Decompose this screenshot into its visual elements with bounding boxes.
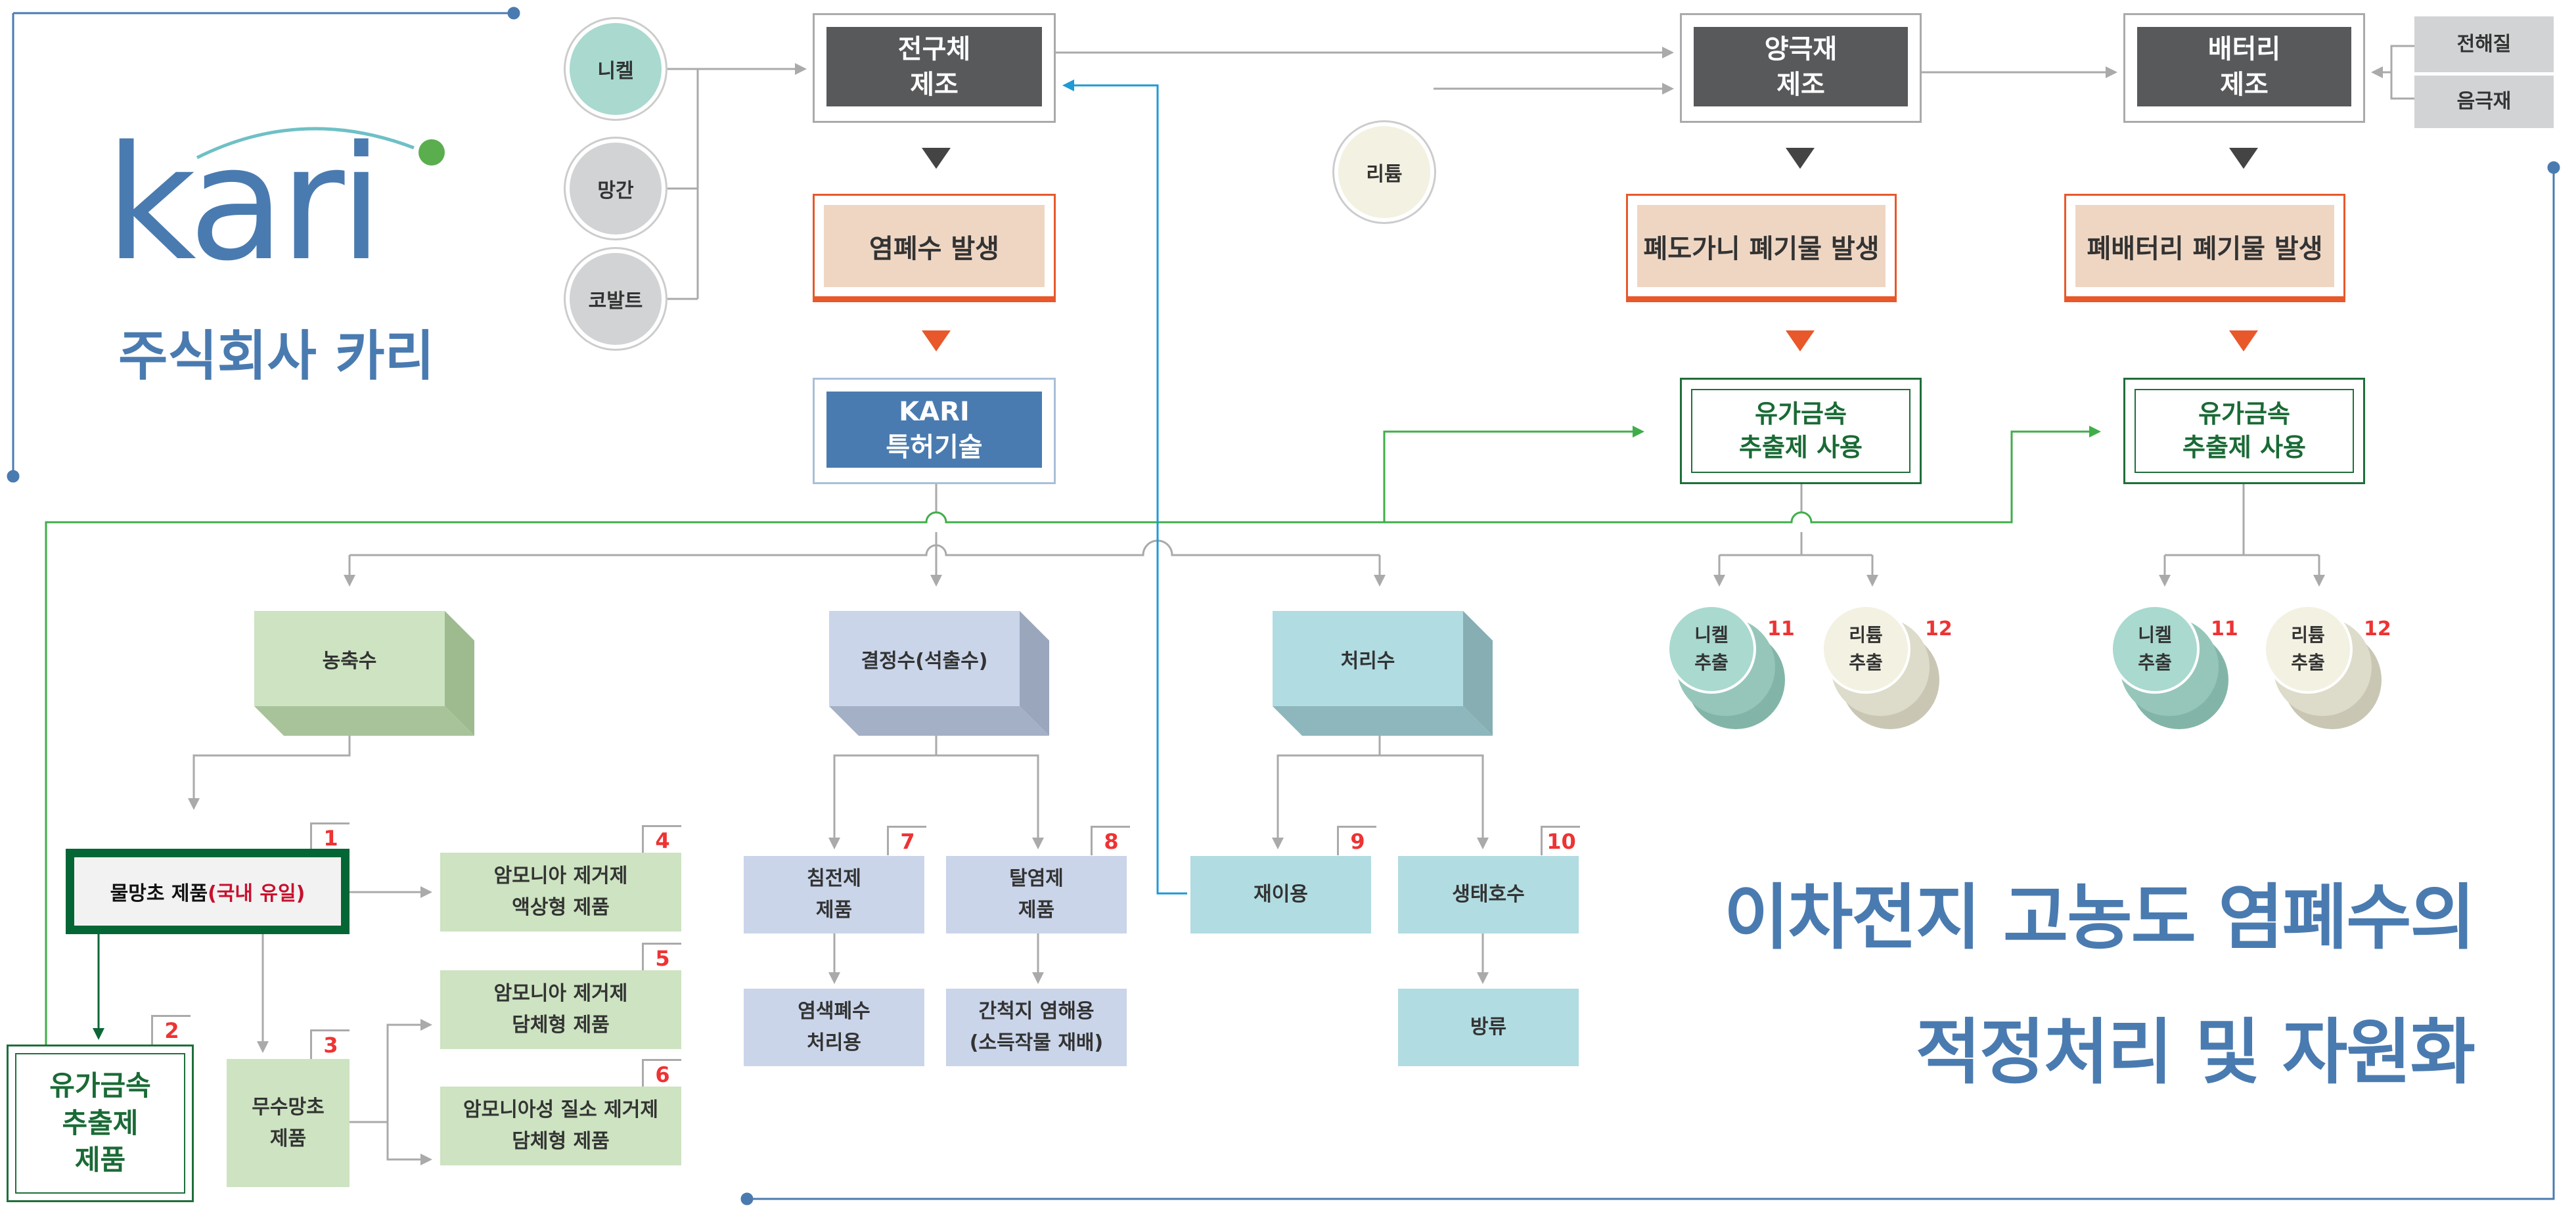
- extractant-use-2: 유가금속 추출제 사용: [2123, 378, 2365, 484]
- dye-wastewater-use: 염색폐수 처리용: [744, 989, 924, 1066]
- lithium-extraction-1: 리튬 추출: [1821, 604, 1939, 729]
- discharge: 방류: [1398, 989, 1579, 1066]
- salt-wastewater: 염폐수 발생: [813, 194, 1056, 302]
- product-10: 생태호수: [1398, 856, 1579, 933]
- electrolyte-input: 전해질: [2414, 16, 2554, 72]
- battery-waste: 폐배터리 폐기물 발생: [2064, 194, 2345, 302]
- concentrate-stream: 농축수: [254, 611, 474, 736]
- treated-stream: 처리수: [1273, 611, 1493, 736]
- tag-6: 6: [642, 1059, 681, 1089]
- title-line-1: 이차전지 고농도 염폐수의: [1723, 877, 2475, 959]
- product-1: 물망초 제품(국내 유일): [66, 849, 350, 934]
- reclaimed-land-use: 간척지 염해용 (소득작물 재배): [946, 989, 1127, 1066]
- tag-1: 1: [310, 822, 350, 852]
- company-name: 주식회사 카리: [118, 325, 435, 388]
- nickel-input: 니켈: [570, 23, 662, 115]
- lithium-extraction-2: 리튬 추출: [2263, 604, 2382, 729]
- anode-input: 음극재: [2414, 76, 2554, 128]
- product-4: 암모니아 제거제 액상형 제품: [440, 853, 681, 932]
- nickel-extraction-1: 니켈 추출: [1667, 604, 1785, 729]
- logo-wordmark: kari: [105, 112, 383, 296]
- cobalt-input: 코발트: [570, 253, 662, 345]
- product-6: 암모니아성 질소 제거제 담체형 제품: [440, 1087, 681, 1165]
- manganese-input: 망간: [570, 143, 662, 235]
- tag-7: 7: [887, 826, 926, 855]
- tag-3: 3: [310, 1029, 350, 1059]
- extractant-use-1: 유가금속 추출제 사용: [1680, 378, 1922, 484]
- kari-logo: kari 주식회사 카리: [105, 112, 460, 388]
- tag-4: 4: [642, 825, 681, 855]
- crystal-stream: 결정수(석출수): [829, 611, 1049, 736]
- nickel-extraction-2: 니켈 추출: [2110, 604, 2228, 729]
- tag-9: 9: [1337, 826, 1376, 855]
- tag-8: 8: [1091, 826, 1130, 855]
- battery-process: 배터리 제조: [2123, 13, 2365, 123]
- tag-10: 10: [1541, 826, 1580, 855]
- label-12: 12: [2364, 618, 2391, 641]
- tag-5: 5: [642, 943, 681, 972]
- product-5: 암모니아 제거제 담체형 제품: [440, 970, 681, 1049]
- cathode-process: 양극재 제조: [1680, 13, 1922, 123]
- label-12: 12: [1925, 618, 1953, 641]
- product-7: 침전제 제품: [744, 856, 924, 933]
- tag-2: 2: [151, 1015, 191, 1045]
- lithium-input: 리튬: [1338, 126, 1430, 218]
- crucible-waste: 폐도가니 폐기물 발생: [1626, 194, 1897, 302]
- title-line-2: 적정처리 및 자원화: [1915, 1012, 2475, 1094]
- product-3: 무수망초 제품: [227, 1059, 350, 1187]
- precursor-process: 전구체 제조: [813, 13, 1056, 123]
- kari-patent-tech: KARI 특허기술: [813, 378, 1056, 484]
- label-11: 11: [2211, 618, 2238, 641]
- product-9: 재이용: [1190, 856, 1371, 933]
- product-2: 유가금속 추출제 제품: [7, 1045, 194, 1202]
- product-8: 탈염제 제품: [946, 856, 1127, 933]
- label-11: 11: [1767, 618, 1795, 641]
